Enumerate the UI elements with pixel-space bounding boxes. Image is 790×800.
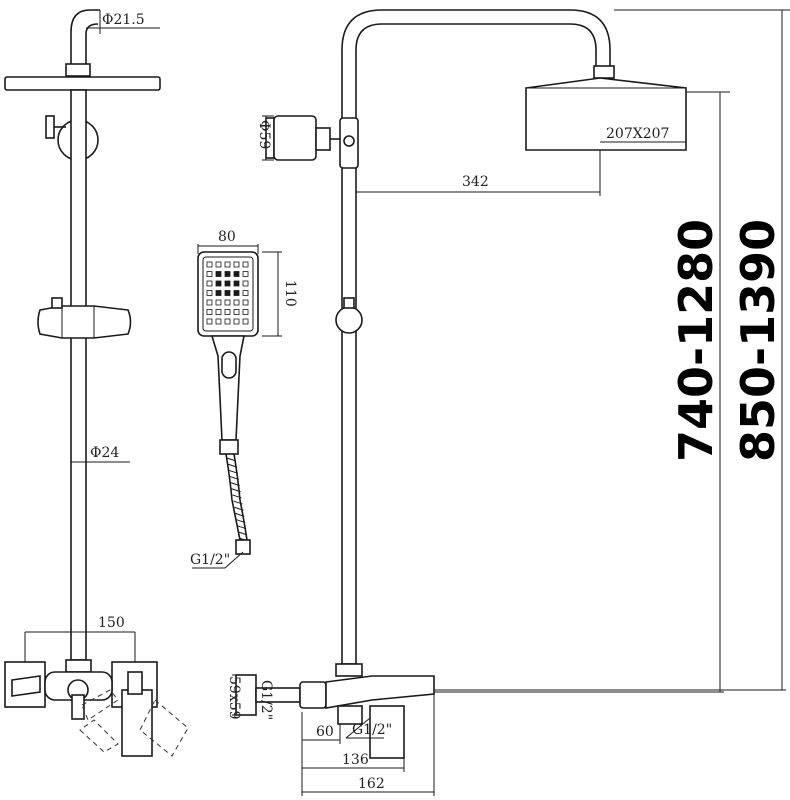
front-view: Φ21.5 Φ24 150 — [4, 9, 189, 757]
nozzle — [233, 309, 240, 315]
nozzle — [233, 280, 240, 287]
nozzle — [206, 309, 213, 315]
nozzle — [224, 271, 231, 277]
nozzle — [215, 318, 222, 325]
hose-coil — [237, 531, 248, 536]
nozzle — [215, 271, 222, 277]
nozzle — [233, 290, 240, 296]
nozzle — [242, 309, 249, 315]
plate-size-label: 59x59 — [226, 676, 242, 720]
nozzle — [206, 261, 213, 268]
hose-coil — [236, 525, 247, 530]
nozzle — [215, 299, 222, 306]
hose-coil — [232, 494, 242, 499]
nozzle — [242, 261, 249, 268]
mixer-width-label: 150 — [98, 615, 125, 631]
nozzle — [206, 280, 213, 287]
nozzle — [233, 271, 240, 277]
depth-136-label: 136 — [342, 752, 369, 768]
head-size-label: 207X207 — [606, 126, 669, 142]
nozzle — [215, 309, 222, 315]
inlet-thread-label: G1/2" — [258, 680, 274, 720]
height-range-1-label: 740-1280 — [669, 219, 723, 462]
nozzle-grid — [206, 261, 249, 325]
hand-width-label: 80 — [218, 229, 236, 245]
nozzle — [242, 290, 249, 296]
nozzle — [224, 299, 231, 306]
hose-coil — [234, 506, 244, 511]
nozzle — [224, 280, 231, 287]
nozzle — [242, 318, 249, 325]
nozzle — [224, 261, 231, 268]
nozzle — [224, 309, 231, 315]
hose-coil — [228, 469, 239, 474]
nozzle — [215, 280, 222, 287]
hand-shower-view: G1/2" 80 110 — [190, 229, 298, 569]
nozzle — [206, 271, 213, 277]
hose-thread-label: G1/2" — [190, 552, 230, 568]
hose-coil — [229, 475, 239, 480]
nozzle — [242, 271, 249, 277]
hose-coil — [226, 457, 237, 462]
hose-coil — [231, 488, 241, 493]
height-range-2-label: 850-1390 — [731, 219, 785, 462]
handle-diameter-label: Φ59 — [256, 120, 272, 149]
hose-coil — [227, 463, 238, 468]
outlet-thread-label: G1/2" — [352, 722, 392, 738]
nozzle — [233, 318, 240, 325]
arm-length-label: 342 — [462, 174, 489, 190]
nozzle — [215, 261, 222, 268]
nozzle — [206, 299, 213, 306]
depth-162-label: 162 — [358, 776, 385, 792]
pipe-diameter-top-label: Φ21.5 — [102, 12, 145, 28]
nozzle — [233, 299, 240, 306]
nozzle — [224, 318, 231, 325]
hose-coil — [236, 519, 246, 524]
side-view: 59x59 G1/2" G1/2" 60 136 162 Φ59 207X207 — [226, 9, 790, 796]
nozzle — [206, 318, 213, 325]
nozzle — [206, 290, 213, 296]
hand-height-label: 110 — [282, 280, 298, 307]
pipe-diameter-main-label: Φ24 — [90, 445, 119, 461]
nozzle — [242, 299, 249, 306]
hose-coil — [233, 500, 243, 505]
nozzle — [233, 261, 240, 268]
depth-60-label: 60 — [316, 724, 334, 740]
hose-coil — [235, 512, 245, 517]
nozzle — [242, 280, 249, 287]
nozzle — [224, 290, 231, 296]
nozzle — [215, 290, 222, 296]
hose-coil — [230, 482, 240, 487]
